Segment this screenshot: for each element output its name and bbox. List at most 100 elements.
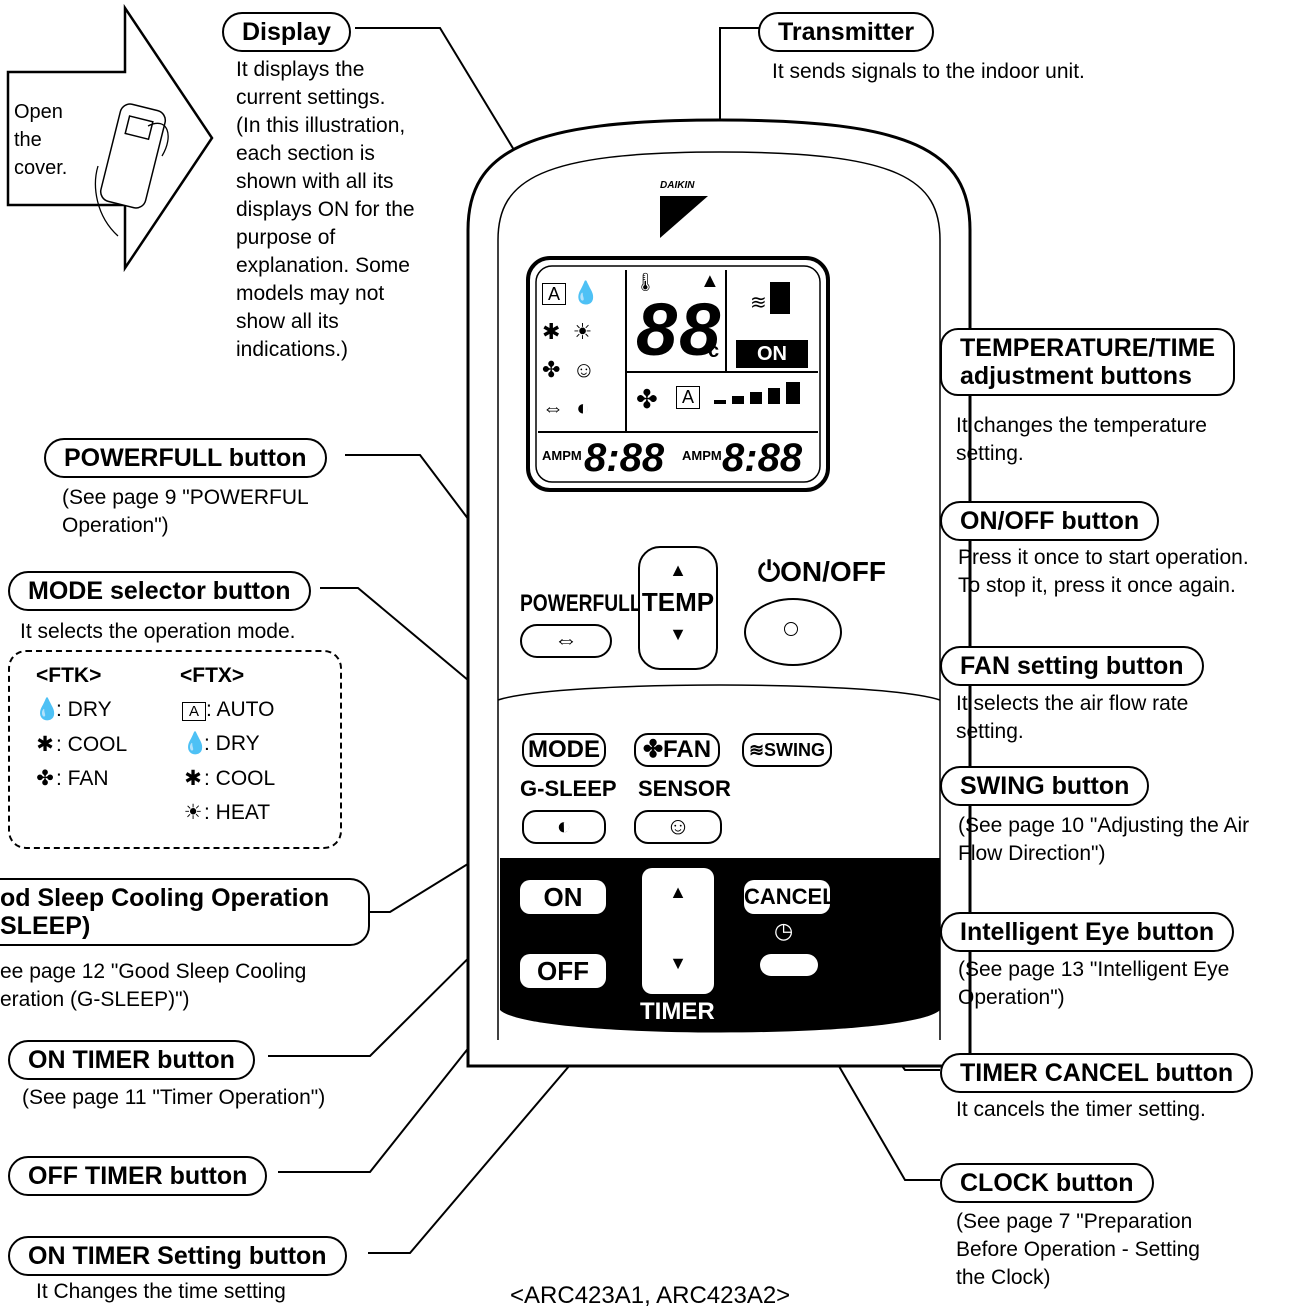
- off-timer-callout: OFF TIMER button: [8, 1156, 268, 1196]
- temp-label: TEMP: [641, 587, 715, 617]
- onoff-button[interactable]: [744, 598, 842, 666]
- open-cover-line: cover.: [14, 157, 68, 179]
- fan-icon: ✤: [642, 736, 664, 763]
- fan-text: FAN: [663, 736, 712, 763]
- lcd-ampm-2: AMPM: [682, 448, 722, 463]
- display-callout: Display: [222, 12, 351, 52]
- desc-line: indications.): [236, 338, 349, 361]
- legend-text: : FAN: [56, 767, 109, 790]
- heat-icon: ☀: [183, 801, 203, 824]
- callout-line: od Sleep Cooling Operation: [0, 884, 330, 912]
- gsleep-label: G-SLEEP: [520, 776, 617, 801]
- on-timer-button[interactable]: ON: [520, 880, 606, 914]
- temp-time-callout: TEMPERATURE/TIME adjustment buttons: [940, 328, 1236, 396]
- brand-logo: DAIKIN: [660, 180, 695, 191]
- callout-line: adjustment buttons: [960, 362, 1192, 390]
- legend-ftx-item: A: AUTO: [182, 698, 274, 722]
- callout-line: SLEEP): [0, 912, 91, 940]
- desc-line: explanation. Some: [236, 254, 410, 277]
- desc-line: models may not: [236, 282, 385, 305]
- gsleep-button[interactable]: ◐: [522, 810, 606, 844]
- sensor-label: SENSOR: [638, 776, 731, 801]
- gsleep-callout: od Sleep Cooling Operation SLEEP): [0, 878, 370, 946]
- heat-icon: ☀: [572, 319, 593, 344]
- model-caption: <ARC423A1, ARC423A2>: [510, 1282, 791, 1309]
- lcd-timer-digits-1: 8:88: [584, 436, 665, 480]
- desc-line: purpose of: [236, 226, 336, 249]
- legend-ftk-item: 💧: DRY: [34, 698, 112, 722]
- legend-ftx-title: <FTX>: [180, 664, 245, 687]
- cool-icon: ✱: [36, 733, 54, 756]
- desc-line: (In this illustration,: [236, 114, 406, 137]
- gsleep-desc: ee page 12 "Good Sleep Cooling eration (…: [0, 958, 306, 1014]
- dry-icon: 💧: [182, 732, 209, 755]
- swing-desc: (See page 10 "Adjusting the Air Flow Dir…: [958, 812, 1249, 868]
- timer-down-icon[interactable]: ▼: [669, 953, 687, 973]
- legend-ftx-item: ✱: COOL: [182, 766, 275, 791]
- open-cover-note: Open the cover.: [14, 98, 67, 182]
- timer-cancel-button[interactable]: CANCEL: [744, 880, 836, 914]
- legend-text: : AUTO: [206, 698, 275, 721]
- desc-line: displays ON for the: [236, 198, 415, 221]
- clock-desc: (See page 7 "Preparation Before Operatio…: [956, 1208, 1200, 1292]
- fan-icon: ✤: [36, 767, 54, 790]
- sensor-button[interactable]: ☺: [634, 810, 722, 844]
- legend-text: : COOL: [56, 733, 128, 756]
- timer-up-icon[interactable]: ▲: [669, 882, 687, 902]
- auto-icon: A: [542, 283, 567, 305]
- fan-button[interactable]: ✤FAN: [634, 733, 720, 767]
- fan-level-bars: [714, 382, 800, 404]
- desc-line: (See page 7 "Preparation: [956, 1210, 1193, 1233]
- on-timer-desc: (See page 11 "Timer Operation"): [22, 1086, 326, 1109]
- desc-line: It selects the air flow rate: [956, 692, 1189, 715]
- legend-ftx-item: ☀: HEAT: [182, 800, 271, 825]
- lcd-celsius: c: [708, 340, 720, 362]
- temp-down-icon[interactable]: ▼: [669, 624, 687, 644]
- mode-button[interactable]: MODE: [522, 733, 606, 767]
- legend-text: : HEAT: [204, 801, 271, 824]
- powerful-icon: ⇔: [542, 395, 564, 420]
- cool-icon: ✱: [184, 767, 202, 790]
- louver-icon: [770, 282, 790, 314]
- gsleep-icon: ◐: [576, 395, 590, 420]
- open-cover-line: Open: [14, 101, 63, 123]
- desc-line: the Clock): [956, 1266, 1051, 1289]
- desc-line: setting.: [956, 442, 1024, 465]
- legend-ftk-title: <FTK>: [36, 664, 102, 687]
- desc-line: To stop it, press it once again.: [958, 574, 1236, 597]
- lcd-fan-icon: ✤: [636, 384, 658, 414]
- on-timer-setting-desc: It Changes the time setting: [36, 1280, 286, 1303]
- intelligent-eye-desc: (See page 13 "Intelligent Eye Operation"…: [958, 956, 1229, 1012]
- hand-remote-illustration: [94, 103, 169, 237]
- timer-adjust-button[interactable]: ▲ ▼: [642, 868, 714, 994]
- temp-time-desc: It changes the temperature setting.: [956, 412, 1207, 468]
- lcd-temp-digits: 88: [636, 288, 723, 371]
- onoff-text: ON/OFF: [780, 556, 886, 587]
- desc-line: show all its: [236, 310, 339, 333]
- desc-line: Before Operation - Setting: [956, 1238, 1200, 1261]
- on-timer-setting-callout: ON TIMER Setting button: [8, 1236, 347, 1276]
- lcd-mode-row: ✱ ☀: [542, 313, 622, 351]
- powerfull-button[interactable]: ⇔: [520, 624, 612, 658]
- onoff-desc: Press it once to start operation. To sto…: [958, 544, 1249, 600]
- callout-line: TEMPERATURE/TIME: [960, 334, 1216, 362]
- desc-line: eration (G-SLEEP)"): [0, 988, 190, 1011]
- open-cover-line: the: [14, 129, 42, 151]
- airflow-icon: ≋: [750, 292, 767, 314]
- legend-text: : COOL: [204, 767, 276, 790]
- clock-button[interactable]: [760, 954, 818, 976]
- legend-text: : DRY: [56, 698, 112, 721]
- mode-legend-box: [8, 650, 342, 849]
- clock-callout: CLOCK button: [940, 1163, 1154, 1203]
- triangle-up-icon: ▲: [700, 270, 720, 292]
- transmitter-desc: It sends signals to the indoor unit.: [772, 60, 1085, 83]
- display-desc: It displays the current settings. (In th…: [236, 56, 415, 364]
- swing-button[interactable]: ≋SWING: [742, 733, 832, 767]
- swing-icon: ≋: [748, 740, 765, 760]
- temp-up-icon[interactable]: ▲: [669, 560, 687, 580]
- lcd-fan-auto-icon: A: [676, 386, 701, 409]
- off-timer-button[interactable]: OFF: [520, 954, 606, 988]
- temp-button[interactable]: ▲ TEMP ▼: [638, 546, 718, 670]
- desc-line: current settings.: [236, 86, 386, 109]
- sensor-icon: ☺: [572, 357, 596, 382]
